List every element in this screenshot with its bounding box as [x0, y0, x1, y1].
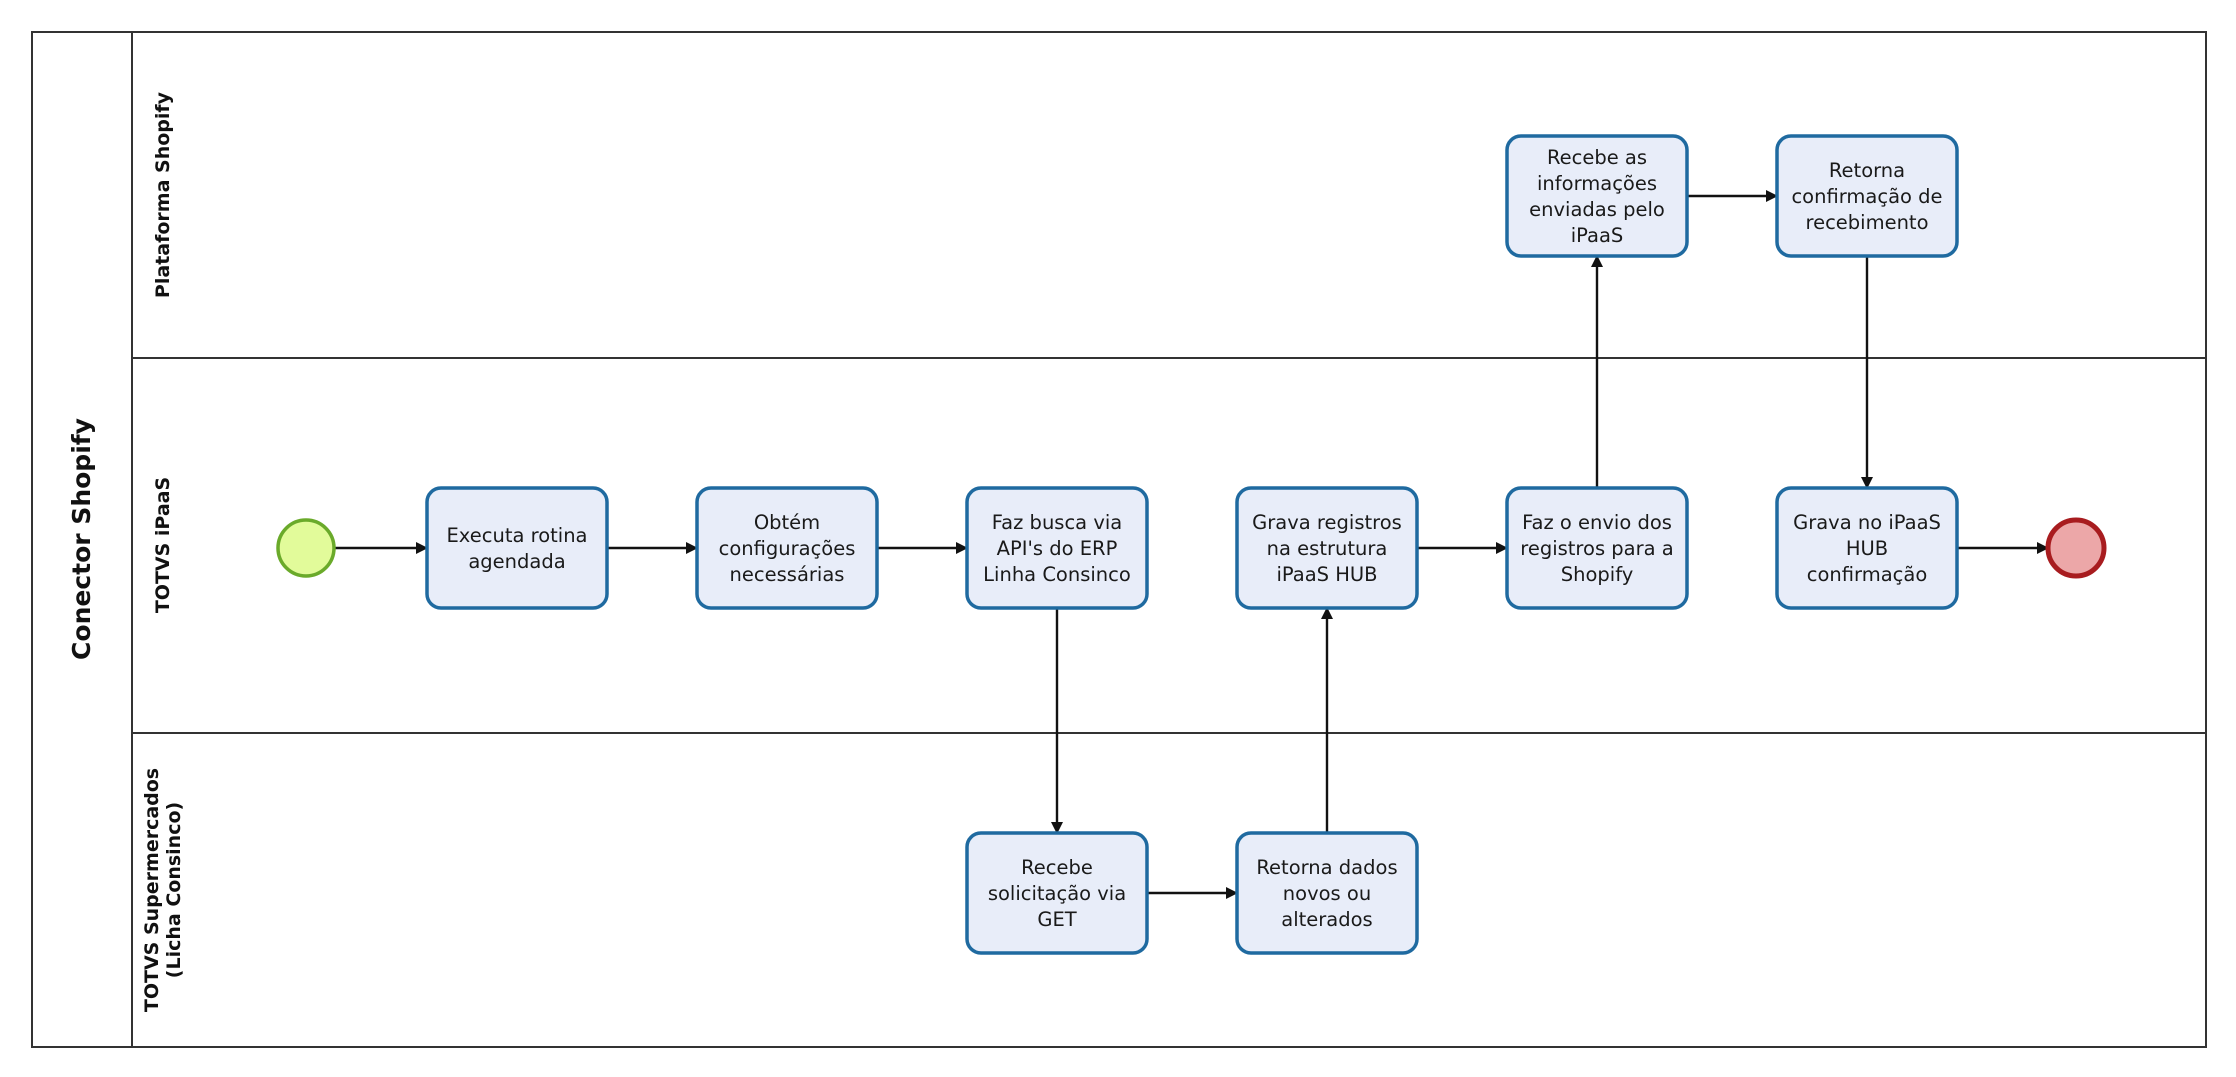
lane-label-ipaas: TOTVS iPaaS	[152, 477, 174, 613]
pool-title: Conector Shopify	[67, 418, 96, 660]
lane-label-shopify: Plataforma Shopify	[152, 91, 174, 298]
events	[276, 517, 2107, 579]
sequence-flows	[334, 190, 2049, 899]
end-event	[2045, 517, 2107, 579]
lane-label-supermercados: TOTVS Supermercados(Licha Consinco)	[141, 768, 185, 1012]
start-event	[276, 518, 336, 578]
pool: Conector Shopify	[31, 31, 2207, 1048]
